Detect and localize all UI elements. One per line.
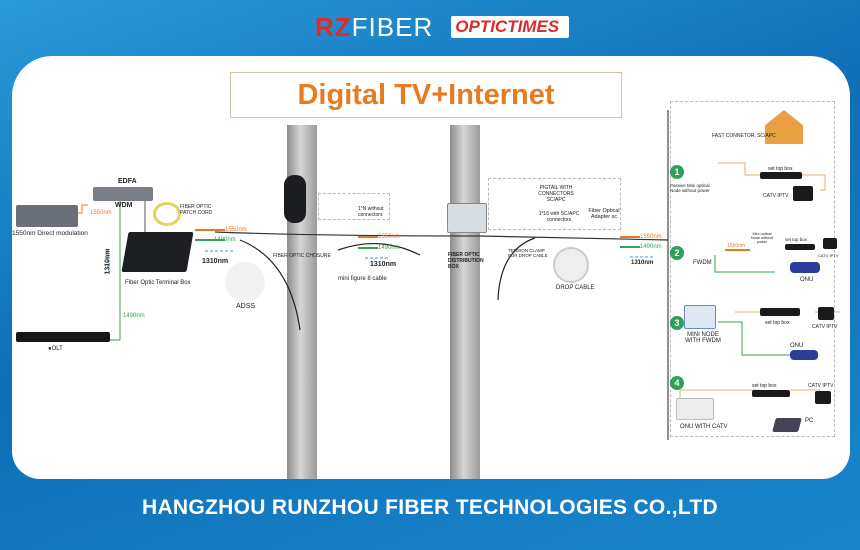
splitter-box (318, 193, 390, 220)
drop-cable-line (497, 237, 536, 301)
opt4-tv-icon (815, 391, 831, 404)
accessories-box (488, 178, 621, 230)
tension-clamp-label: TENSION CLAMP FOR DROP CABLE (508, 248, 548, 258)
wl-1550-b: 1550nm (378, 234, 400, 240)
company-footer: HANGZHOU RUNZHOU FIBER TECHNOLOGIES CO.,… (142, 496, 718, 519)
patch-cord-label: FIBER OPTIC PATCH CORD (180, 204, 213, 216)
rzfiber-logo: RZFIBER (315, 11, 434, 42)
wl-1490-b: 1490nm (378, 245, 400, 251)
opt4-tv-label: CATV IPTV (808, 383, 834, 389)
opt2-onu-device (790, 262, 820, 273)
option-4-badge: 4 (670, 376, 684, 390)
opt4-set-top-box (752, 390, 790, 397)
mini-cable-label: mini figure 8 cable (338, 276, 387, 282)
opt4-pc-label: PC (805, 418, 814, 424)
onu-catv-device (676, 398, 714, 420)
opt4-stb-label: set top box (752, 383, 777, 389)
distribution-box-device (447, 203, 487, 233)
wl-1490-a: 1490nm (214, 237, 236, 243)
fiber-closure-device (284, 175, 306, 223)
adss-label: ADSS (236, 303, 256, 310)
opt3-onu-label: ONU (790, 343, 804, 349)
pigtail-label: PIGTAIL WITH CONNECTORS SC/APC (538, 185, 574, 203)
optictimes-logo: OPTICTIMES® (451, 16, 570, 38)
opt1-tv-icon (793, 186, 813, 201)
splitter-16-label: 1*16 with SC/APC connectors (538, 211, 580, 223)
wl-1490-olt: 1490nm (123, 313, 145, 319)
terminal-box-device (121, 232, 194, 272)
mini-node-device (684, 305, 716, 329)
home-options-box (670, 101, 835, 437)
wl-1310-b: 1310nm (370, 261, 397, 268)
opt3-tv-label: CATV IPTV (812, 324, 838, 330)
wl-1490-c: 1490nm (640, 244, 662, 250)
utility-pole-2 (450, 125, 480, 479)
opt2-stb-label: set top box (785, 237, 808, 242)
direct-modulation-transmitter (16, 205, 78, 227)
closure-label: FIBER OPTIC CHOSURE (273, 253, 331, 259)
adapter-label: Fiber Optical Adapter sc (588, 208, 620, 220)
wavelength-1550-label: 1550nm (90, 210, 112, 216)
option-1-badge: 1 (670, 165, 684, 179)
opt3-tv-icon (818, 307, 834, 320)
wl-1550-c: 1550nm (640, 234, 662, 240)
adss-cable (239, 239, 301, 331)
drop-cable-image (553, 247, 589, 283)
fwdm-label: FWDM (693, 260, 712, 266)
opt3-stb-label: set top box (765, 320, 790, 326)
splitter-label: 1*N without connectors (358, 206, 384, 218)
drop-cable-label: DROP CABLE (556, 285, 595, 291)
fast-connector-label: FAST CONNETOR, SC/APC (712, 133, 776, 139)
olt-device (16, 332, 110, 342)
opt3-onu-device (790, 350, 818, 360)
opt2-wl-label: 1550nm (727, 243, 746, 249)
brand-logos: RZFIBER OPTICTIMES® (315, 10, 570, 44)
wdm-label: WDM (115, 202, 133, 209)
opt1-stb-label: set top box (768, 166, 793, 172)
opt1-tv-label: CATV IPTV (763, 193, 789, 199)
aerial-fiber-cable (214, 231, 669, 241)
wl-1310-vertical: 1310nm (104, 248, 112, 275)
opt2-node-label: Mini optical Node without power (750, 232, 774, 244)
olt-label: ●OLT (48, 346, 63, 352)
opt2-onu-label: ONU (800, 277, 814, 283)
opt3-node-label: MINI NODE WITH FWDM (685, 332, 721, 344)
figure8-cable (337, 243, 421, 256)
option-3-badge: 3 (670, 316, 684, 330)
opt2-tv-icon (823, 238, 837, 249)
opt4-onu-label: ONU WITH CATV (680, 424, 728, 430)
dist-box-label: FIBER OPTIC DISTRIBUTION BOX (448, 252, 484, 270)
wl-1550-a: 1550nm (225, 227, 247, 233)
opt1-node-label: Passive Mini optical Node without power (670, 183, 710, 193)
opt2-tv-label: CATV IPTV (818, 253, 839, 258)
terminal-box-label: Fiber Optic Terminal Box (125, 280, 191, 286)
direct-modulation-label: 1550nm Direct modulation (12, 230, 88, 237)
option-2-badge: 2 (670, 246, 684, 260)
patch-cord-image (153, 202, 181, 226)
opt2-set-top-box (785, 244, 815, 250)
edfa-device (93, 187, 153, 201)
opt1-set-top-box (760, 172, 802, 179)
edfa-label: EDFA (118, 178, 137, 185)
opt3-set-top-box (760, 308, 800, 316)
wl-1310-c: 1310nm (631, 260, 654, 266)
wl-1310-a: 1310nm (202, 258, 229, 265)
adss-cable-image (225, 262, 265, 302)
pc-laptop-icon (772, 418, 802, 432)
diagram-title: Digital TV+Internet (230, 72, 622, 118)
